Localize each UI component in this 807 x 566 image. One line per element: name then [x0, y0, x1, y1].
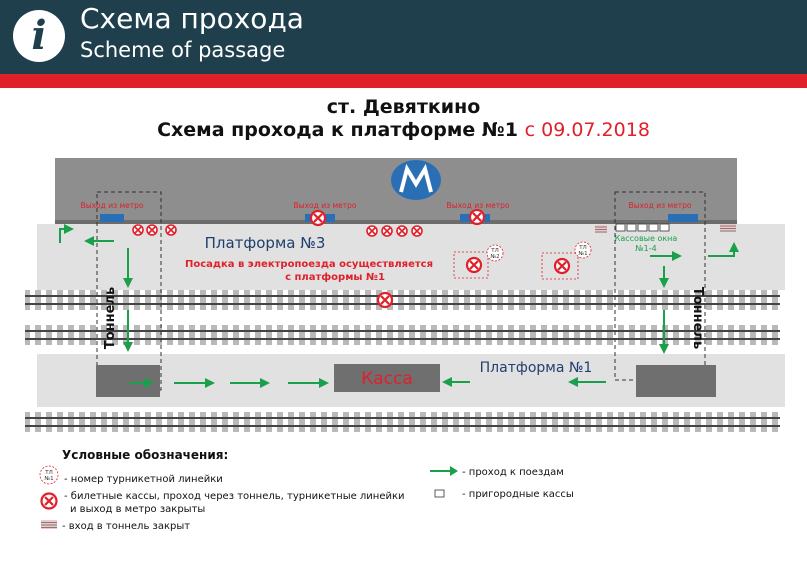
scheme-title: Схема прохода к платформе №1 с 09.07.201…	[0, 119, 807, 141]
closed-tunnel-passage-icon	[376, 291, 394, 309]
closed-turnstile-1-icon	[553, 257, 571, 275]
tunnel-closed-entry-icon	[595, 225, 607, 233]
passage-arrows	[59, 224, 739, 388]
metro-exit-label-left: Выход из метро	[81, 201, 144, 210]
cash-windows-label-line2: №1-4	[635, 244, 656, 253]
turnstile-1-badge	[574, 241, 592, 259]
header-accent-stripe	[0, 74, 807, 88]
legend-closed-text-line2: и выход в метро закрыты	[70, 504, 206, 515]
legend-closed-text-line1: - билетные кассы, проход через тоннель, …	[64, 491, 405, 502]
closed-kiosk-icon	[146, 224, 158, 236]
legend-turnstile-text: - номер турникетной линейки	[64, 474, 223, 485]
header-title-ru: Схема прохода	[80, 2, 304, 35]
metro-exit-right	[668, 214, 698, 222]
turnstile-2-num: №2	[490, 254, 499, 260]
suburban-cash-windows	[615, 223, 670, 232]
boarding-note-line2: с платформы №1	[285, 271, 385, 283]
closed-kiosk-icon	[132, 224, 144, 236]
turnstile-1-tl: ТЛ	[578, 245, 587, 251]
closed-exit-icon	[309, 209, 327, 227]
scheme-date: с 09.07.2018	[524, 119, 650, 141]
metro-exit-label-center-right: Выход из метро	[447, 201, 510, 210]
boarding-note-line1: Посадка в электропоезда осуществляется	[185, 259, 433, 270]
closed-exit-icon	[468, 208, 486, 226]
closed-kiosk-icon	[396, 225, 408, 237]
station-name: ст. Девяткино	[326, 96, 481, 118]
legend-turnstile-icon: ТЛ №1	[39, 465, 59, 485]
cash-windows-label-line1: Кассовые окна	[615, 234, 678, 243]
scheme-title-text: Схема прохода к платформе №1	[157, 119, 519, 141]
closed-kiosk-icon	[411, 225, 423, 237]
turnstile-1-num: №1	[578, 251, 587, 257]
metro-exit-label-right: Выход из метро	[629, 201, 692, 210]
header-title-en: Scheme of passage	[80, 38, 286, 62]
info-icon: i	[13, 10, 65, 62]
turnstile-line-1-zone	[541, 252, 579, 280]
closed-turnstile-2-icon	[465, 256, 483, 274]
svg-text:ТЛ: ТЛ	[44, 470, 53, 476]
metro-exit-left	[100, 214, 124, 222]
closed-kiosk-icon	[366, 225, 378, 237]
tunnel-label-right: Тоннель	[690, 287, 705, 349]
turnstile-2-tl: ТЛ	[490, 248, 499, 254]
metro-exit-label-center-left: Выход из метро	[294, 201, 357, 210]
turnstile-2-badge	[486, 244, 504, 262]
railway-track-1	[25, 290, 780, 310]
legend-suburban-text: - пригородные кассы	[462, 489, 574, 500]
svg-text:№1: №1	[44, 476, 53, 482]
legend-tunnel-closed-icon	[41, 520, 57, 529]
platform-3-label: Платформа №3	[205, 234, 326, 252]
turnstile-line-2-zone	[453, 251, 489, 279]
railway-track-2	[25, 325, 780, 345]
kassa-building	[334, 364, 440, 392]
closed-kiosk-icon	[381, 225, 393, 237]
legend-passage-arrow-icon	[430, 466, 458, 476]
metro-logo-icon	[391, 160, 441, 200]
tunnel-label-left: Тоннель	[103, 287, 118, 349]
kassa-label: Касса	[361, 369, 413, 389]
left-tunnel-stairs	[96, 365, 160, 397]
header-bar: i Схема прохода Scheme of passage	[0, 0, 807, 74]
platform-1-label: Платформа №1	[480, 360, 593, 376]
legend-title: Условные обозначения:	[62, 448, 229, 462]
legend-closed-icon	[40, 492, 58, 510]
legend-tunnel-closed-text: - вход в тоннель закрыт	[62, 521, 191, 532]
legend-passage-text: - проход к поездам	[462, 467, 564, 478]
tunnel-closed-entry-icon	[720, 224, 736, 232]
legend-suburban-kassa-icon	[434, 489, 445, 498]
closed-kiosk-icon	[165, 224, 177, 236]
railway-track-3	[25, 412, 780, 432]
right-tunnel-stairs	[636, 365, 716, 397]
